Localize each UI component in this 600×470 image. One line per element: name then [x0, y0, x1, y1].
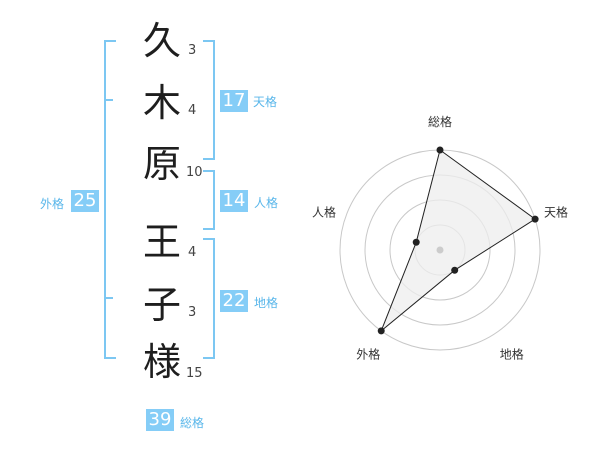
gaikaku-label: 外格 — [40, 197, 65, 211]
stroke-count-6: 15 — [186, 366, 203, 381]
chikaku-label: 地格 — [254, 296, 279, 310]
radar-axis-label-3: 地格 — [500, 347, 524, 362]
name-char-3: 原 — [142, 142, 181, 186]
soukaku-label: 総格 — [180, 416, 205, 430]
radar-point-1 — [436, 146, 444, 154]
stroke-count-2: 4 — [188, 103, 197, 118]
stroke-count-4: 4 — [188, 245, 197, 260]
radar-point-3 — [451, 266, 459, 274]
jinkaku-label: 人格 — [254, 196, 279, 210]
stroke-count-5: 3 — [188, 305, 197, 320]
radar-axis-label-1: 総格 — [428, 114, 452, 129]
name-char-2: 木 — [142, 81, 181, 125]
radar-axis-label-2: 天格 — [544, 204, 568, 219]
radar-axis-label-4: 外格 — [356, 347, 380, 362]
tenkaku-label: 天格 — [253, 95, 278, 109]
radar-center-dot — [436, 246, 444, 254]
name-char-4: 王 — [142, 220, 181, 264]
tenkaku-bracket — [203, 40, 215, 160]
radar-axis-label-5: 人格 — [312, 204, 336, 219]
radar-point-4 — [377, 327, 385, 335]
gaikaku-tick-1 — [104, 99, 113, 101]
name-char-1: 久 — [142, 19, 181, 63]
radar-data-polygon — [380, 149, 536, 332]
radar-point-2 — [531, 215, 539, 223]
chikaku-score-badge: 22 — [220, 290, 248, 312]
soukaku-score-badge: 39 — [146, 409, 174, 431]
gaikaku-score-badge: 25 — [71, 190, 99, 212]
jinkaku-bracket — [203, 170, 215, 230]
name-char-6: 様 — [142, 340, 181, 384]
stroke-count-1: 3 — [188, 43, 197, 58]
tenkaku-score-badge: 17 — [220, 90, 248, 112]
gaikaku-bracket — [104, 40, 116, 359]
jinkaku-score-badge: 14 — [220, 190, 248, 212]
radar-point-5 — [412, 238, 420, 246]
chikaku-bracket — [203, 238, 215, 359]
stroke-count-3: 10 — [186, 165, 203, 180]
name-char-5: 子 — [142, 283, 181, 327]
gaikaku-tick-2 — [104, 297, 113, 299]
